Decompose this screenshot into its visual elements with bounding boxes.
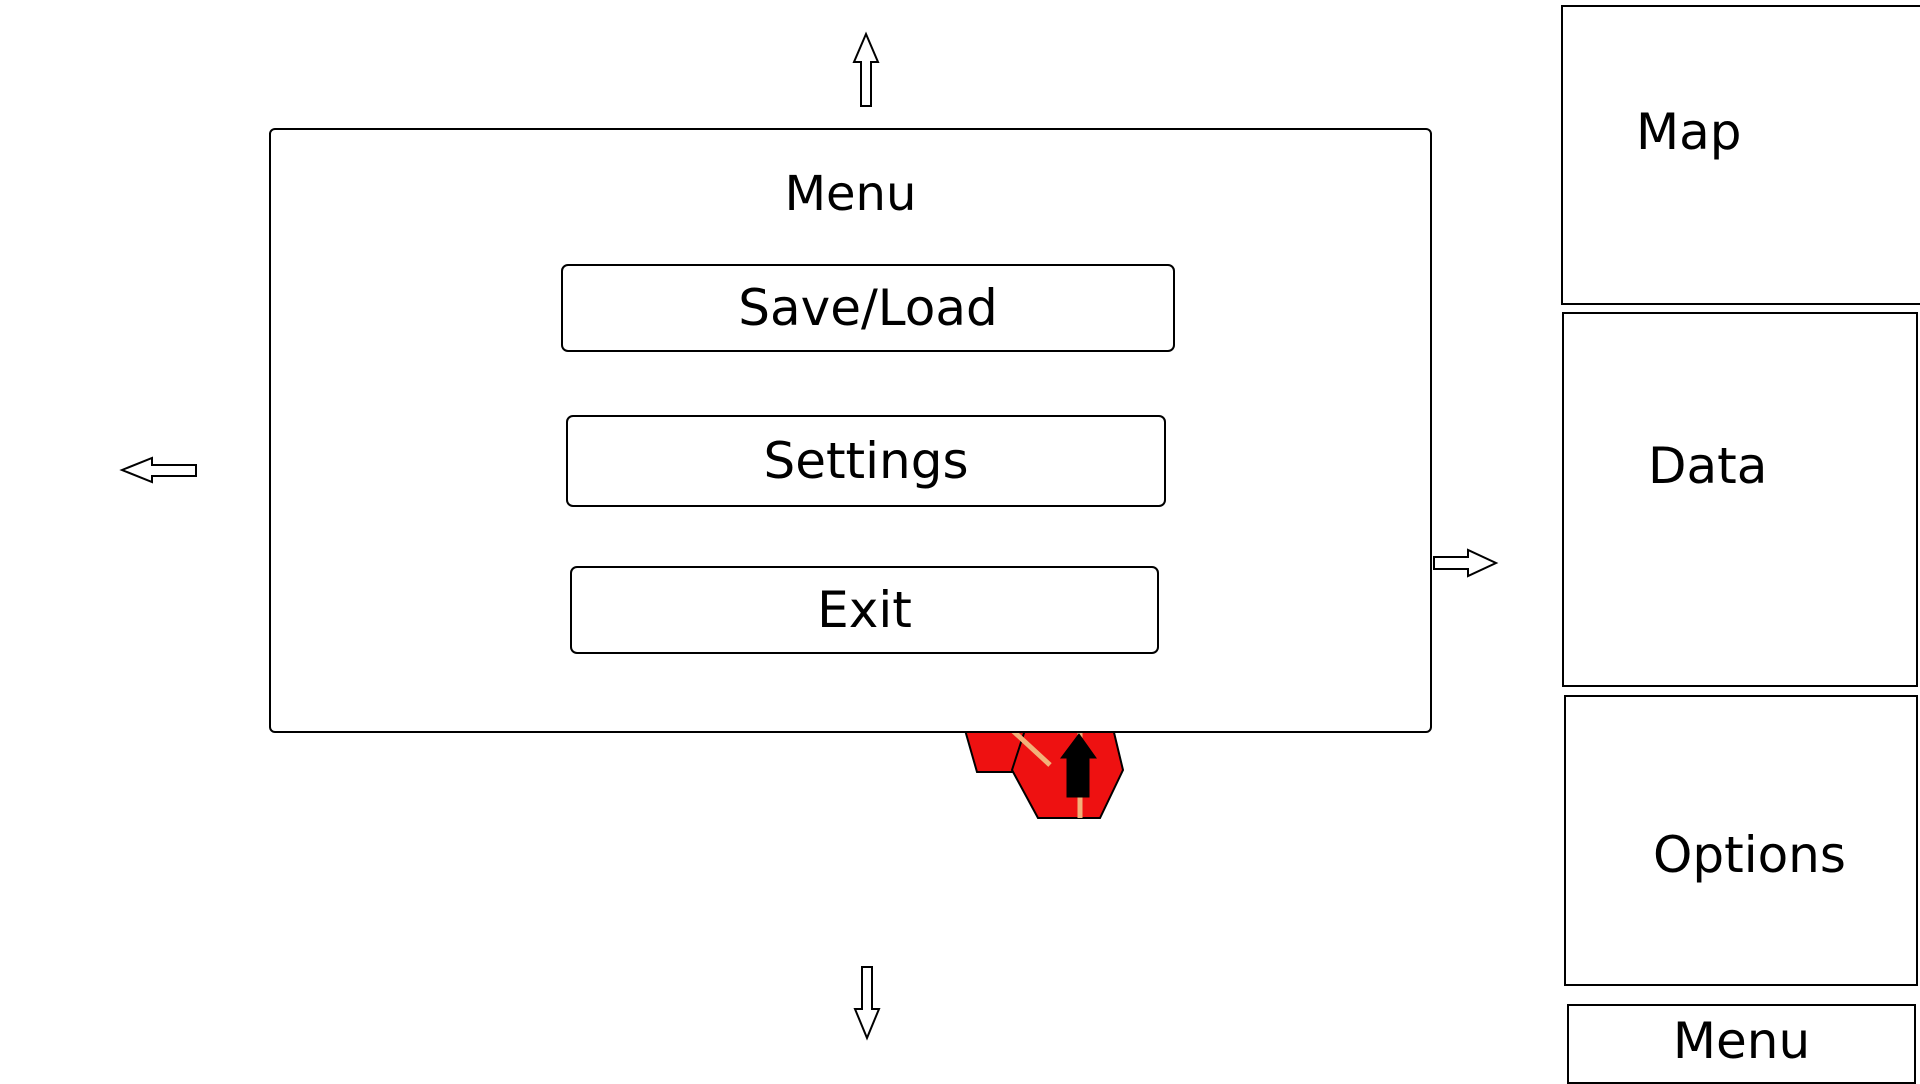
scroll-right-arrow[interactable] [1432,548,1499,578]
options-panel-label: Options [1653,826,1846,884]
arrow-left-icon [119,456,197,484]
menu-panel-label: Menu [1672,1012,1811,1070]
settings-label: Settings [763,432,969,490]
exit-label: Exit [817,581,912,639]
menu-panel-button[interactable]: Menu [1567,1004,1916,1084]
unit-arrow-icon [1060,733,1097,798]
settings-button[interactable]: Settings [566,415,1166,507]
map-panel-label: Map [1636,103,1742,161]
save-load-button[interactable]: Save/Load [561,264,1175,352]
data-panel-label: Data [1648,437,1768,495]
arrow-down-icon [853,966,881,1041]
map-panel[interactable]: Map [1561,5,1920,305]
arrow-right-icon [1433,548,1499,578]
exit-button[interactable]: Exit [570,566,1159,654]
save-load-label: Save/Load [738,279,998,337]
menu-dialog: Menu Save/Load Settings Exit [269,128,1432,733]
menu-title: Menu [784,166,917,222]
scroll-up-arrow[interactable] [852,31,880,108]
scroll-left-arrow[interactable] [119,455,198,485]
scroll-down-arrow[interactable] [853,965,881,1041]
options-panel[interactable]: Options [1564,695,1918,986]
data-panel[interactable]: Data [1562,312,1918,687]
arrow-up-icon [852,31,880,107]
